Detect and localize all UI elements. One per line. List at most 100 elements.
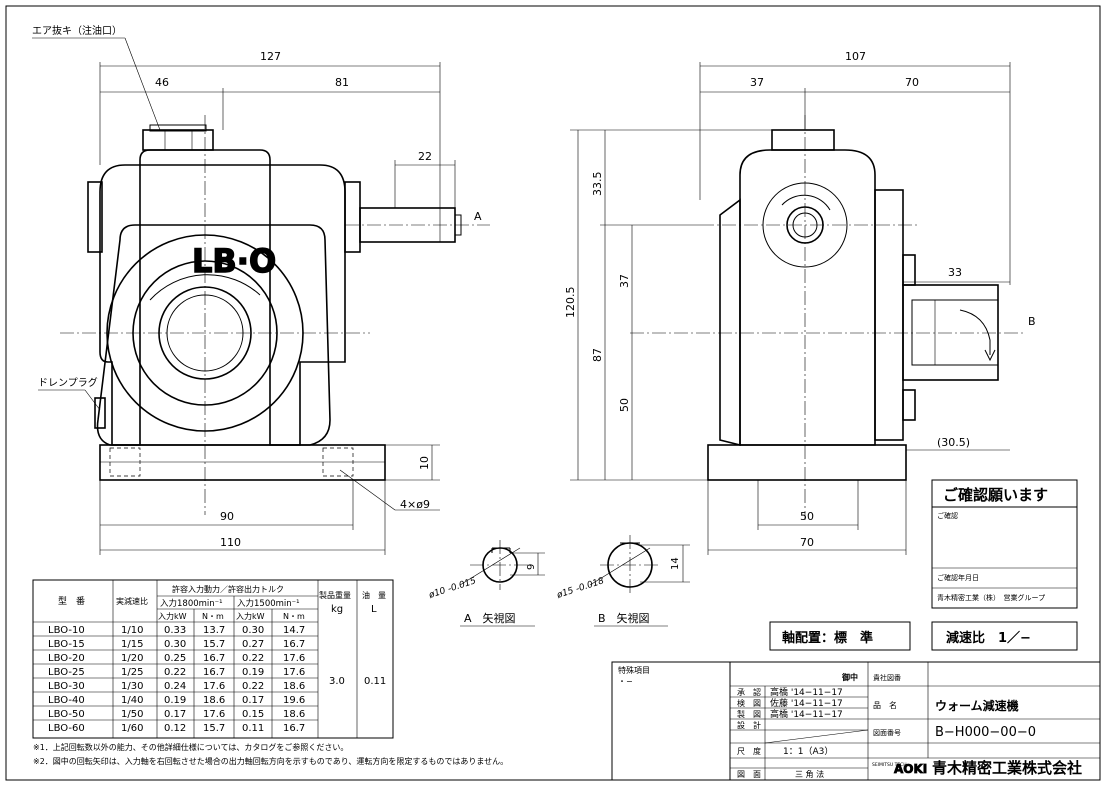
drawing-no-label: 図面番号	[873, 729, 901, 737]
weight-value: 3.0	[329, 676, 345, 687]
key-9: 9	[526, 564, 537, 570]
hdr-model: 型 番	[58, 595, 85, 607]
hdr-1500: 入力1500min⁻¹	[237, 598, 300, 609]
front-view: LB·O	[60, 115, 490, 515]
projection-value: 三 角 法	[795, 769, 824, 779]
hdr-oil: 油 量	[362, 590, 386, 600]
row-model: LBO-40	[48, 695, 85, 706]
drawing-no: B−H000−00−0	[935, 725, 1036, 740]
row-kw1: 0.30	[164, 639, 186, 650]
hdr-nm-2: N・m	[283, 612, 305, 621]
reduction-ratio: 減速比 1／−	[946, 630, 1031, 646]
draft-label: 製 図	[737, 709, 761, 719]
row-kw1: 0.24	[164, 681, 186, 692]
row-ratio: 1/40	[121, 695, 143, 706]
dim-107: 107	[845, 50, 866, 63]
design-label: 設 計	[737, 720, 761, 730]
row-kw2: 0.15	[242, 709, 264, 720]
row-nm2: 14.7	[283, 625, 305, 636]
row-ratio: 1/30	[121, 681, 143, 692]
dim-90: 90	[220, 510, 234, 523]
dim-37-side: 37	[618, 274, 631, 288]
hdr-power-torque: 許容入力動力／許容出力トルク	[172, 584, 284, 594]
scale-value: 1：1（A3）	[783, 746, 833, 757]
view-a-detail: 9 ø10 -0.015 A 矢視図	[427, 540, 545, 627]
row-kw1: 0.33	[164, 625, 186, 636]
row-kw1: 0.25	[164, 653, 186, 664]
drain-plug-label: ドレンプラグ	[38, 376, 98, 389]
axis-position: 軸配置：標 準	[782, 630, 873, 646]
spec-table: 型 番 実減速比 許容入力動力／許容出力トルク 入力1800min⁻¹ 入力15…	[32, 579, 508, 766]
special-label: 特殊項目	[618, 665, 650, 675]
row-nm1: 18.6	[203, 695, 225, 706]
row-nm1: 13.7	[203, 625, 225, 636]
note-2: ※2．図中の回転矢印は、入力軸を右回転させた場合の出力軸回転方向を示すものであり…	[33, 756, 508, 766]
dim-50-side: 50	[618, 398, 631, 412]
hdr-ratio: 実減速比	[116, 596, 148, 606]
side-view	[630, 115, 1025, 520]
row-kw2: 0.17	[242, 695, 264, 706]
oil-value: 0.11	[364, 676, 386, 687]
draft-value: 高橋 '14−11−17	[770, 708, 843, 720]
view-a-caption: A 矢視図	[464, 611, 516, 625]
row-nm1: 16.7	[203, 653, 225, 664]
hdr-kw-2: 入力kW	[236, 611, 265, 621]
dim-10: 10	[418, 456, 431, 470]
dim-87: 87	[591, 348, 604, 362]
dim-127: 127	[260, 50, 281, 63]
key-14: 14	[670, 557, 681, 570]
row-nm2: 19.6	[283, 695, 305, 706]
scale-label: 尺 度	[737, 746, 761, 756]
note-1: ※1．上記回転数以外の能力、その他詳細仕様については、カタログをご参照ください。	[33, 742, 348, 752]
dim-50-base: 50	[800, 510, 814, 523]
row-kw2: 0.22	[242, 653, 264, 664]
row-model: LBO-10	[48, 625, 85, 636]
dim-37-top: 37	[750, 76, 764, 89]
row-nm2: 16.7	[283, 723, 305, 734]
row-model: LBO-25	[48, 667, 85, 678]
view-b-detail: 14 ø15 -0.018 B 矢視図	[555, 535, 690, 627]
row-ratio: 1/20	[121, 653, 143, 664]
row-kw1: 0.12	[164, 723, 186, 734]
row-ratio: 1/15	[121, 639, 143, 650]
row-nm1: 15.7	[203, 639, 225, 650]
confirm-company: 青木精密工業（株） 営業グループ	[937, 593, 1045, 602]
row-kw2: 0.22	[242, 681, 264, 692]
row-model: LBO-60	[48, 723, 85, 734]
aoki-logo: AOKI	[894, 762, 927, 776]
approve-label: 承 認	[737, 687, 761, 697]
dim-holes: 4×ø9	[400, 498, 430, 511]
air-vent-label: エア抜キ（注油口）	[32, 24, 122, 37]
row-ratio: 1/50	[121, 709, 143, 720]
row-nm2: 16.7	[283, 639, 305, 650]
hdr-nm-1: N・m	[202, 612, 224, 621]
dim-110: 110	[220, 536, 241, 549]
customer-suffix: 御中	[841, 672, 858, 682]
row-model: LBO-20	[48, 653, 85, 664]
dim-46: 46	[155, 76, 169, 89]
side-dimensions: 107 37 70 120.5 33.5 87 37 50 33 B (30.5…	[564, 50, 1036, 555]
row-model: LBO-30	[48, 681, 85, 692]
row-nm2: 17.6	[283, 653, 305, 664]
dim-120-5: 120.5	[564, 287, 577, 319]
hdr-weight-unit: kg	[331, 604, 343, 615]
dim-30-5: (30.5)	[937, 436, 970, 449]
title-block: 特殊項目 ・− 御中 貴社図番 承 認 高橋 '14−11−17 検 図 佐藤 …	[611, 661, 1101, 781]
hdr-kw-1: 入力kW	[158, 611, 187, 621]
logo-small: SEIMITSU TECH	[872, 762, 907, 768]
row-nm1: 16.7	[203, 667, 225, 678]
label-a: A	[474, 210, 482, 223]
check-value: 佐藤 '14−11−17	[770, 697, 843, 709]
row-model: LBO-50	[48, 709, 85, 720]
row-kw2: 0.11	[242, 723, 264, 734]
projection-label: 図 面	[737, 770, 761, 779]
product-label: 品 名	[873, 700, 897, 710]
dim-33: 33	[948, 266, 962, 279]
sheet-border	[5, 5, 1101, 781]
check-label: 検 図	[737, 698, 761, 708]
customer-drawing-label: 貴社図番	[873, 673, 901, 682]
dim-22: 22	[418, 150, 432, 163]
confirm-title: ご確認願います	[943, 486, 1048, 504]
row-ratio: 1/25	[121, 667, 143, 678]
